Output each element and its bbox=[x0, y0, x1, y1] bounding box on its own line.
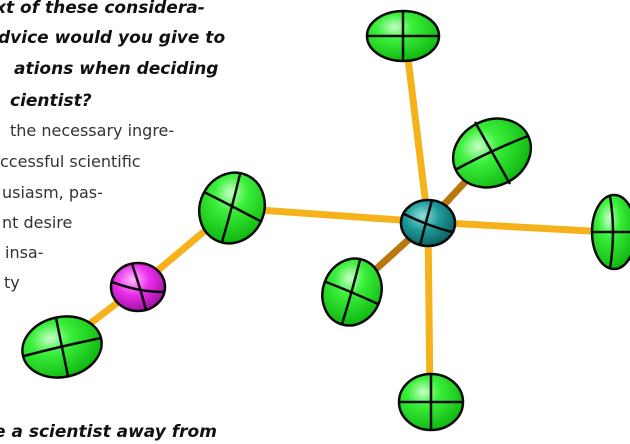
fluorine-atom-left bbox=[197, 171, 267, 245]
answer-line: ccessful scientific bbox=[0, 152, 141, 171]
question-line: xt of these considera- bbox=[0, 0, 205, 18]
bridging-atom bbox=[109, 261, 167, 313]
answer-line: nt desire bbox=[2, 213, 73, 232]
answer-line: usiasm, pas- bbox=[2, 183, 103, 202]
bond-bottom bbox=[424, 218, 434, 404]
central-atom bbox=[399, 198, 457, 248]
bond-top bbox=[402, 38, 432, 226]
fluorine-atom-back-right bbox=[451, 117, 533, 189]
answer-line: the necessary ingre- bbox=[10, 121, 175, 140]
answer-line: insa- bbox=[5, 243, 44, 262]
fluorine-atom-bottom bbox=[397, 372, 465, 432]
question-line: cientist? bbox=[10, 91, 92, 111]
fluorine-atom-front-left bbox=[321, 257, 383, 327]
bond-right bbox=[424, 218, 612, 236]
bonds bbox=[58, 38, 612, 404]
fluorine-atom-top bbox=[365, 9, 441, 63]
answer-line: ty bbox=[4, 273, 20, 292]
question-line: dvice would you give to bbox=[0, 28, 226, 48]
molecular-structure-figure bbox=[21, 9, 630, 432]
fluorine-atom-right bbox=[590, 193, 630, 271]
question-line: ations when deciding bbox=[14, 59, 219, 79]
fluorine-atom-bottom-left bbox=[21, 315, 103, 379]
